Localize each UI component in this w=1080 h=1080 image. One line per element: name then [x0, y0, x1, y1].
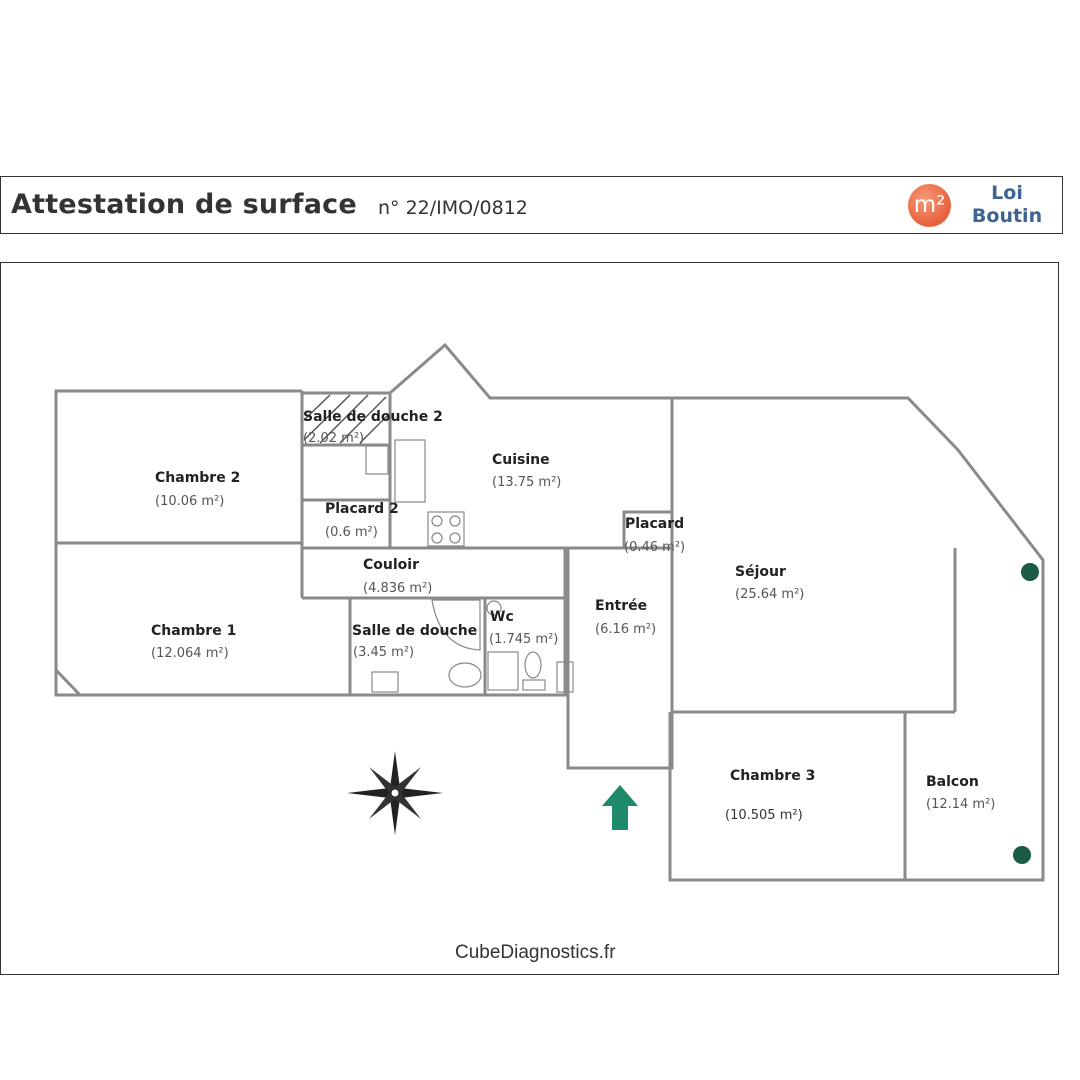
room-area-chambre-1: (12.064 m²): [151, 646, 229, 661]
post-bottom-icon: [1013, 846, 1031, 864]
room-area-entree: (6.16 m²): [595, 622, 657, 637]
document-title: Attestation de surface: [11, 189, 357, 220]
cabinet-icon: [556, 661, 574, 693]
toilet-icon: [524, 651, 542, 679]
bathtub-icon: [448, 662, 482, 688]
room-name-chambre-2: Chambre 2: [155, 470, 241, 486]
room-name-placard: Placard: [625, 516, 685, 532]
wall-sejour: [668, 396, 1045, 882]
basin-circle-icon: [486, 600, 502, 616]
room-name-couloir: Couloir: [363, 557, 419, 573]
footer-site: CubeDiagnostics.fr: [455, 942, 616, 963]
wall-left-block: [54, 389, 567, 697]
room-area-couloir: (4.836 m²): [363, 581, 433, 596]
room-area-salle-de-douche-2: (2.02 m²): [303, 431, 365, 446]
washbasin-icon: [371, 671, 399, 693]
room-area-sejour: (25.64 m²): [735, 587, 805, 602]
wc-sink-icon: [487, 651, 519, 691]
wall-entree: [566, 548, 674, 770]
sink-icon: [365, 445, 389, 475]
room-name-entree: Entrée: [595, 598, 648, 614]
floor-plan-frame: [0, 262, 1059, 975]
wall-salle-douche-2: [300, 391, 392, 447]
logo-line-2: Boutin: [971, 205, 1043, 227]
toilet-tank-icon: [522, 679, 546, 691]
room-name-sejour: Séjour: [735, 564, 786, 580]
shower-corner-icon: [431, 599, 481, 651]
logo-text: Loi Boutin: [966, 182, 1048, 228]
room-name-placard-2: Placard 2: [325, 501, 399, 517]
room-name-balcon: Balcon: [926, 774, 979, 790]
room-area-balcon: (12.14 m²): [926, 797, 996, 812]
compass-rose-icon: [347, 751, 443, 835]
m2-logo-icon: m²: [908, 184, 951, 227]
kitchen-sink-icon: [394, 439, 426, 503]
post-top-icon: [1021, 563, 1039, 581]
room-name-salle-de-douche-2: Salle de douche 2: [303, 409, 443, 425]
room-area-placard-2: (0.6 m²): [325, 525, 378, 540]
room-name-salle-de-douche: Salle de douche: [352, 623, 478, 639]
room-area-wc: (1.745 m²): [489, 632, 559, 647]
room-area-salle-de-douche: (3.45 m²): [353, 645, 415, 660]
entrance-arrow-icon: [602, 785, 638, 830]
document-number: n° 22/IMO/0812: [378, 197, 528, 219]
logo-symbol: m²: [913, 192, 946, 218]
room-name-wc: Wc: [490, 609, 514, 625]
wall-chambre-diagonal: [54, 668, 82, 697]
room-area-chambre-2: (10.06 m²): [155, 494, 225, 509]
room-area-chambre-3: (10.505 m²): [725, 808, 803, 823]
room-name-chambre-1: Chambre 1: [151, 623, 237, 639]
cooktop-icon: [427, 511, 465, 547]
logo-line-1: Loi: [991, 182, 1023, 204]
wall-placard: [622, 510, 674, 550]
room-area-cuisine: (13.75 m²): [492, 475, 562, 490]
shower-hatch: [303, 394, 389, 444]
room-name-cuisine: Cuisine: [492, 452, 550, 468]
document-header: Attestation de surface n° 22/IMO/0812 m²…: [0, 176, 1063, 234]
room-name-chambre-3: Chambre 3: [730, 768, 816, 784]
room-area-placard: (0.46 m²): [624, 540, 686, 555]
